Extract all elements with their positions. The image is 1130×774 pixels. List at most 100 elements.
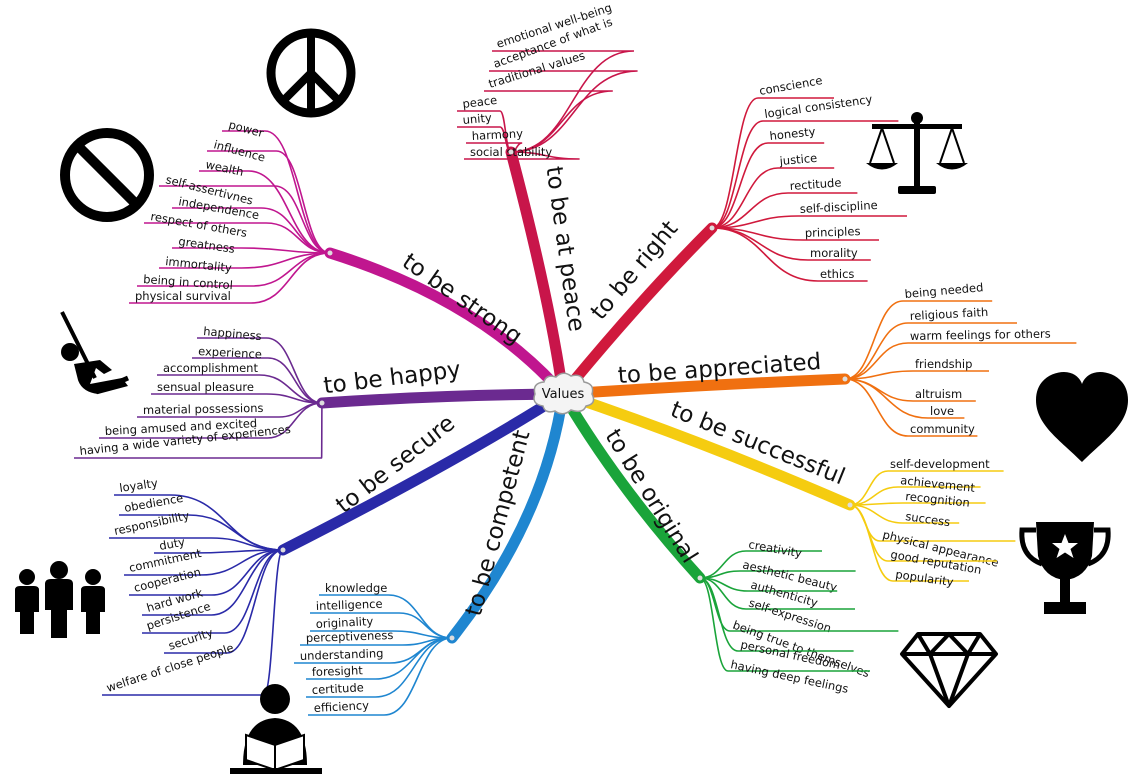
leaf-label: conscience — [758, 73, 823, 98]
branch-hub — [847, 502, 853, 508]
leaf-line — [849, 504, 960, 524]
leaf-line — [164, 549, 284, 654]
peace-symbol-icon — [266, 28, 356, 118]
leaf-label: accomplishment — [163, 361, 258, 375]
leaf-line — [844, 322, 1017, 380]
leaf-line — [222, 130, 331, 254]
leaf-line — [849, 504, 969, 582]
people-icon — [15, 561, 105, 638]
leaf-label: creativity — [747, 537, 803, 560]
leaf-label: intelligence — [316, 597, 383, 613]
leaf-label: unity — [462, 110, 492, 126]
leaf-line — [308, 637, 453, 716]
leaf-line — [199, 170, 331, 254]
branch-line-original — [557, 388, 706, 584]
branch-line-right — [557, 222, 718, 400]
leaf-line — [711, 120, 899, 229]
branch-label-strong: to be strong — [397, 249, 526, 350]
leaf-label: duty — [158, 535, 186, 553]
center-node: Values — [533, 372, 595, 415]
leaf-line — [151, 393, 323, 404]
leaf-line — [124, 549, 284, 576]
leaf-label: being needed — [904, 280, 984, 301]
leaf-label: efficiency — [313, 698, 369, 715]
leaf-line — [711, 142, 825, 229]
leaf-line — [711, 167, 835, 229]
leaf-label: love — [930, 404, 954, 418]
branch-line-competent — [446, 388, 569, 644]
branch-line-happy — [316, 388, 569, 409]
branch-line-strong — [324, 247, 569, 400]
branch-hub — [280, 547, 286, 553]
leaf-label: physical survival — [135, 289, 231, 303]
branch-hub — [319, 400, 325, 406]
branch-appreciated: being needed religious faith warm feelings… — [557, 280, 1077, 437]
leaf-label: self-development — [890, 457, 990, 471]
leaf-label: perceptiveness — [306, 628, 394, 645]
leaf-label: understanding — [300, 646, 384, 663]
branch-line-successful — [557, 388, 856, 511]
leaf-label: material possessions — [143, 401, 264, 417]
leaf-line — [197, 337, 323, 404]
leaf-label: self-discipline — [799, 198, 878, 216]
leaf-label: sensual pleasure — [157, 380, 254, 394]
leaf-label: greatness — [178, 234, 236, 256]
leaf-label: community — [910, 422, 975, 436]
branch-hub — [697, 575, 703, 581]
branch-line-peace — [505, 146, 569, 400]
leaf-line — [844, 378, 965, 419]
branch-hub — [508, 149, 514, 155]
leaf-label: recognition — [905, 489, 971, 510]
leaf-label: warm feelings for others — [910, 327, 1051, 343]
leaf-label: rectitude — [789, 175, 842, 193]
leaf-label: justice — [778, 151, 818, 168]
leaf-line — [144, 222, 331, 254]
leaf-line — [484, 90, 613, 153]
leaf-label: harmony — [471, 126, 523, 143]
leaf-line — [699, 577, 870, 672]
leaf-line — [844, 300, 993, 380]
leaf-line — [142, 549, 284, 616]
leaf-line — [207, 150, 331, 254]
leaf-label: power — [227, 117, 265, 140]
leaf-line — [711, 215, 907, 229]
leaf-label: religious faith — [909, 305, 988, 323]
leaf-label: foresight — [312, 663, 364, 679]
leaf-line — [844, 342, 1077, 380]
leaf-label: originality — [315, 614, 373, 631]
leaf-line — [99, 402, 323, 439]
leaf-line — [711, 192, 858, 229]
leaf-label: ethics — [820, 267, 854, 281]
leaf-label: happiness — [203, 324, 262, 343]
branch-label-original: to be original — [600, 425, 703, 568]
leaf-label: immortality — [165, 254, 233, 275]
leaf-line — [192, 357, 323, 404]
leaf-label: morality — [810, 246, 858, 260]
reader-icon — [230, 684, 322, 774]
leaf-label: friendship — [915, 357, 972, 371]
branch-hub — [709, 225, 715, 231]
leaf-label: certitude — [311, 680, 364, 697]
leaf-line — [844, 378, 978, 437]
leaf-label: loyalty — [118, 476, 158, 495]
leaf-line — [699, 577, 855, 610]
leaf-label: logical consistency — [763, 92, 873, 121]
leaf-label: knowledge — [325, 581, 387, 595]
leaf-label: altruism — [915, 387, 962, 401]
leaf-line — [711, 97, 834, 229]
branch-hub — [842, 376, 848, 382]
branch-hub — [449, 635, 455, 641]
branch-line-secure — [277, 388, 569, 556]
leaf-label: success — [905, 509, 952, 529]
center-label: Values — [542, 387, 585, 402]
leaf-label: wealth — [204, 157, 245, 179]
leaf-label: peace — [462, 93, 498, 111]
swing-icon — [60, 311, 130, 395]
leaf-line — [699, 577, 854, 652]
leaf-line — [159, 252, 331, 269]
trophy-icon — [1019, 522, 1111, 614]
leaf-line — [464, 151, 580, 160]
